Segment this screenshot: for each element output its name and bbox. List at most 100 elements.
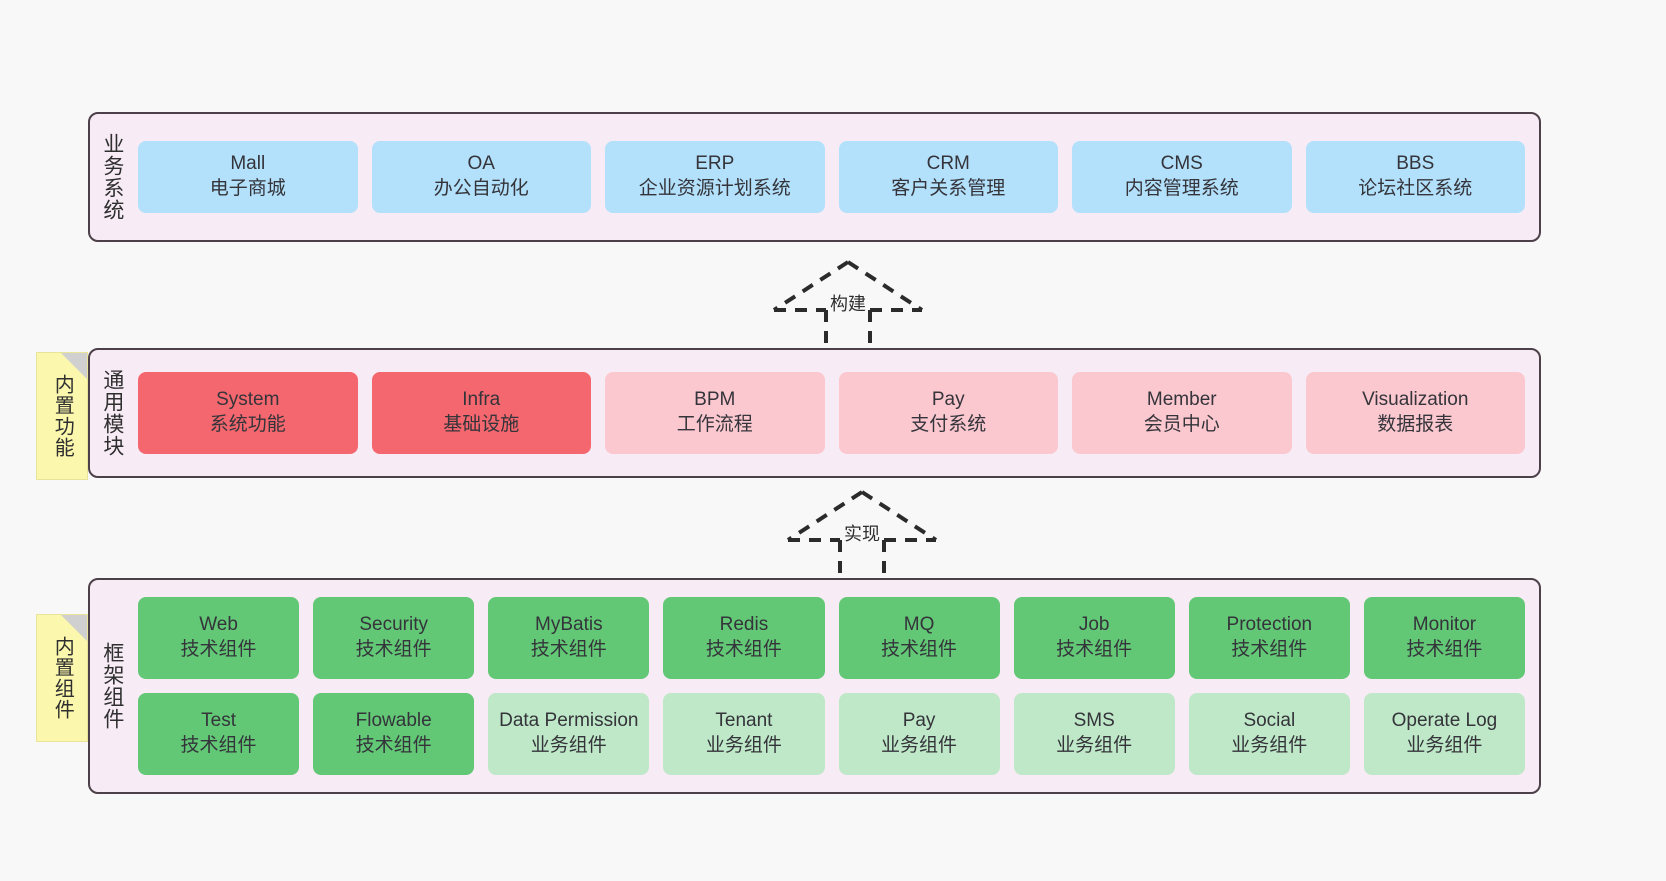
node-security[interactable]: Security 技术组件 — [313, 597, 475, 679]
arrow-left-edge — [786, 490, 864, 542]
node-title-en: CRM — [926, 153, 970, 175]
node-title-cn: 企业资源计划系统 — [638, 178, 791, 199]
node-bbs[interactable]: BBS 论坛社区系统 — [1305, 141, 1525, 213]
sticky-note-label: 内置功能 — [51, 374, 74, 458]
node-redis[interactable]: Redis 技术组件 — [663, 597, 825, 679]
connector-label-implement: 实现 — [844, 524, 880, 544]
node-title-en: Redis — [719, 614, 769, 636]
node-social[interactable]: Social 业务组件 — [1188, 693, 1350, 775]
node-title-cn: 客户关系管理 — [891, 178, 1006, 199]
node-title-cn: 工作流程 — [676, 414, 753, 435]
node-title-en: Mall — [230, 153, 266, 175]
layer-body-business: Mall 电子商城 OA 办公自动化 ERP 企业资源计划系统 CRM 客户关系… — [134, 114, 1539, 240]
node-title-en: Tenant — [715, 710, 773, 732]
node-title-en: Data Permission — [499, 710, 639, 732]
node-sms[interactable]: SMS 业务组件 — [1013, 693, 1175, 775]
node-title-en: Operate Log — [1391, 710, 1498, 732]
node-title-en: MQ — [903, 614, 935, 636]
node-title-en: Member — [1146, 389, 1217, 411]
node-title-cn: 技术组件 — [1231, 639, 1308, 660]
layer-body-modules: System 系统功能 Infra 基础设施 BPM 工作流程 Pay 支付系统… — [134, 350, 1539, 476]
node-title-cn: 技术组件 — [1056, 639, 1133, 660]
node-title-en: Web — [199, 614, 238, 636]
node-title-cn: 内容管理系统 — [1124, 178, 1239, 199]
node-member[interactable]: Member 会员中心 — [1072, 372, 1292, 454]
node-cms[interactable]: CMS 内容管理系统 — [1072, 141, 1292, 213]
node-title-cn: 技术组件 — [530, 639, 607, 660]
node-title-en: Security — [359, 614, 428, 636]
node-mall[interactable]: Mall 电子商城 — [138, 141, 358, 213]
node-title-cn: 数据报表 — [1377, 414, 1454, 435]
node-crm[interactable]: CRM 客户关系管理 — [838, 141, 1058, 213]
connector-build: 构建 — [758, 258, 938, 354]
node-title-en: Visualization — [1362, 389, 1469, 411]
node-title-cn: 技术组件 — [355, 639, 432, 660]
layer-common-modules[interactable]: 通用模块 System 系统功能 Infra 基础设施 BPM 工作流程 Pay… — [88, 348, 1541, 478]
node-row: System 系统功能 Infra 基础设施 BPM 工作流程 Pay 支付系统… — [138, 372, 1525, 454]
layer-title-framework: 框架组件 — [100, 642, 124, 730]
node-title-cn: 技术组件 — [881, 639, 958, 660]
node-bpm[interactable]: BPM 工作流程 — [605, 372, 825, 454]
layer-body-framework: Web 技术组件 Security 技术组件 MyBatis 技术组件 Redi… — [134, 580, 1539, 792]
node-pay-module[interactable]: Pay 支付系统 — [838, 372, 1058, 454]
node-title-en: ERP — [695, 153, 735, 175]
node-title-en: System — [216, 389, 280, 411]
node-row: Mall 电子商城 OA 办公自动化 ERP 企业资源计划系统 CRM 客户关系… — [138, 141, 1525, 213]
node-title-en: Protection — [1226, 614, 1313, 636]
node-title-cn: 电子商城 — [209, 178, 286, 199]
arrow-right-edge — [846, 260, 924, 312]
node-title-cn: 论坛社区系统 — [1358, 178, 1473, 199]
sticky-note-label: 内置组件 — [51, 636, 74, 720]
node-system[interactable]: System 系统功能 — [138, 372, 358, 454]
node-protection[interactable]: Protection 技术组件 — [1188, 597, 1350, 679]
node-monitor[interactable]: Monitor 技术组件 — [1363, 597, 1525, 679]
node-title-cn: 技术组件 — [705, 639, 782, 660]
node-web[interactable]: Web 技术组件 — [138, 597, 300, 679]
node-operate-log[interactable]: Operate Log 业务组件 — [1363, 693, 1525, 775]
connector-label-build: 构建 — [830, 294, 866, 314]
node-pay-component[interactable]: Pay 业务组件 — [838, 693, 1000, 775]
node-title-cn: 技术组件 — [180, 735, 257, 756]
node-title-en: Pay — [902, 710, 936, 732]
layer-title-modules: 通用模块 — [100, 369, 124, 457]
node-title-cn: 技术组件 — [180, 639, 257, 660]
node-title-cn: 业务组件 — [1406, 735, 1483, 756]
node-title-en: SMS — [1073, 710, 1115, 732]
node-title-en: Flowable — [355, 710, 432, 732]
node-title-cn: 会员中心 — [1143, 414, 1220, 435]
node-title-cn: 业务组件 — [705, 735, 782, 756]
node-job[interactable]: Job 技术组件 — [1013, 597, 1175, 679]
node-title-cn: 系统功能 — [209, 414, 286, 435]
node-infra[interactable]: Infra 基础设施 — [371, 372, 591, 454]
node-title-en: Monitor — [1412, 614, 1477, 636]
node-title-en: BPM — [694, 389, 736, 411]
layer-title-business: 业务系统 — [100, 133, 124, 221]
node-title-en: OA — [467, 153, 495, 175]
node-title-cn: 基础设施 — [443, 414, 520, 435]
connector-implement: 实现 — [772, 488, 952, 584]
node-test[interactable]: Test 技术组件 — [138, 693, 300, 775]
sticky-note-builtin-components[interactable]: 内置组件 — [36, 614, 88, 742]
node-mq[interactable]: MQ 技术组件 — [838, 597, 1000, 679]
node-title-cn: 业务组件 — [1056, 735, 1133, 756]
node-row: Test 技术组件 Flowable 技术组件 Data Permission … — [138, 693, 1525, 775]
node-oa[interactable]: OA 办公自动化 — [371, 141, 591, 213]
node-title-en: Infra — [462, 389, 501, 411]
node-title-en: Test — [201, 710, 236, 732]
node-title-cn: 技术组件 — [1406, 639, 1483, 660]
layer-business-systems[interactable]: 业务系统 Mall 电子商城 OA 办公自动化 ERP 企业资源计划系统 CRM… — [88, 112, 1541, 242]
node-mybatis[interactable]: MyBatis 技术组件 — [488, 597, 650, 679]
node-title-cn: 业务组件 — [881, 735, 958, 756]
node-data-permission[interactable]: Data Permission 业务组件 — [488, 693, 650, 775]
node-erp[interactable]: ERP 企业资源计划系统 — [605, 141, 825, 213]
node-title-en: BBS — [1396, 153, 1435, 175]
node-flowable[interactable]: Flowable 技术组件 — [313, 693, 475, 775]
layer-framework-components[interactable]: 框架组件 Web 技术组件 Security 技术组件 MyBatis 技术组件… — [88, 578, 1541, 794]
node-title-en: MyBatis — [535, 614, 603, 636]
node-visualization[interactable]: Visualization 数据报表 — [1305, 372, 1525, 454]
node-title-en: CMS — [1160, 153, 1203, 175]
node-title-cn: 支付系统 — [910, 414, 987, 435]
sticky-note-builtin-functions[interactable]: 内置功能 — [36, 352, 88, 480]
node-tenant[interactable]: Tenant 业务组件 — [663, 693, 825, 775]
